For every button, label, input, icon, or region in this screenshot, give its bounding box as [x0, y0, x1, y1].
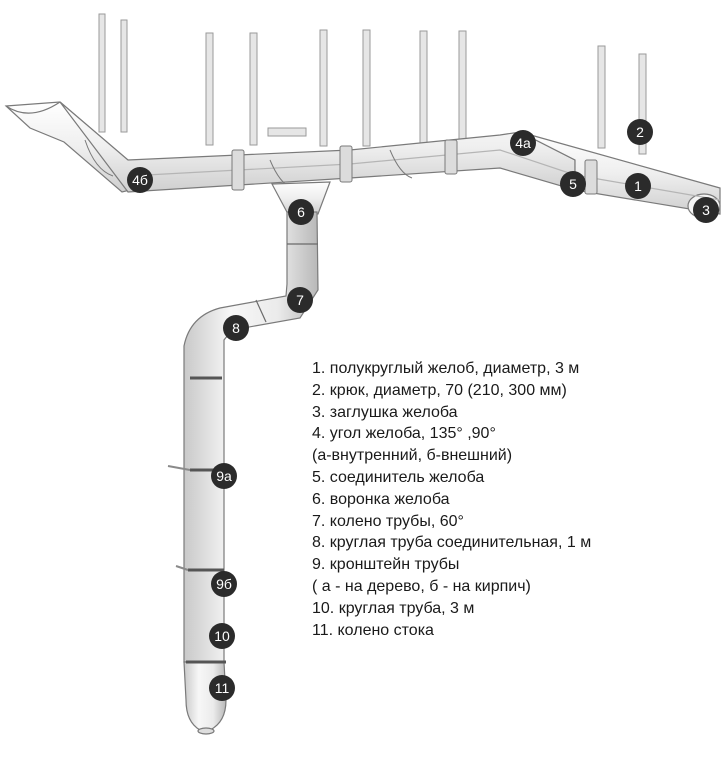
svg-text:7: 7 [296, 292, 304, 308]
svg-text:9б: 9б [216, 576, 232, 592]
callout-badges: 1 2 3 4а 4б 5 6 7 [127, 119, 719, 701]
downpipe [167, 211, 319, 735]
legend-item: 2. крюк, диаметр, 70 (210, 300 мм) [312, 381, 567, 399]
legend-item: 4. угол желоба, 135° ,90° [312, 425, 496, 443]
legend-item: 9. кронштейн трубы [312, 556, 460, 574]
badge-8: 8 [223, 315, 249, 341]
svg-text:11: 11 [215, 680, 230, 696]
badge-2: 2 [627, 119, 653, 145]
badge-4b: 4б [127, 167, 153, 193]
badge-4a: 4а [510, 130, 536, 156]
legend-item: 3. заглушка желоба [312, 403, 458, 421]
badge-6: 6 [288, 199, 314, 225]
legend-item: 11. колено стока [312, 621, 434, 639]
legend-item: 7. колено трубы, 60° [312, 512, 464, 530]
gutter-funnel [271, 181, 331, 215]
svg-text:4а: 4а [515, 135, 531, 151]
badge-9b: 9б [211, 571, 237, 597]
svg-text:1: 1 [634, 178, 642, 194]
legend-item: 8. круглая труба соединительная, 1 м [312, 534, 592, 552]
gutter-connectors [84, 139, 598, 195]
badge-10: 10 [209, 623, 235, 649]
svg-text:9а: 9а [216, 468, 232, 484]
legend-item: ( а - на дерево, б - на кирпич) [312, 577, 531, 595]
legend-item: 6. воронка желоба [312, 490, 450, 508]
badge-1: 1 [625, 173, 651, 199]
svg-text:5: 5 [569, 176, 577, 192]
badge-7: 7 [287, 287, 313, 313]
svg-text:8: 8 [232, 320, 240, 336]
svg-text:3: 3 [702, 202, 710, 218]
gutter-hooks [98, 13, 647, 155]
svg-text:4б: 4б [132, 172, 148, 188]
legend-item: (а-внутренний, б-внешний) [312, 447, 513, 465]
badge-3: 3 [693, 197, 719, 223]
svg-text:6: 6 [297, 204, 305, 220]
badge-9a: 9а [211, 463, 237, 489]
legend-item: 1. полукруглый желоб, диаметр, 3 м [312, 360, 580, 377]
badge-11: 11 [209, 675, 235, 701]
legend-item: 10. круглая труба, 3 м [312, 599, 475, 617]
parts-legend: 1. полукруглый желоб, диаметр, 3 м 2. кр… [312, 358, 712, 641]
badge-5: 5 [560, 171, 586, 197]
svg-text:10: 10 [214, 628, 230, 644]
legend-item: 5. соединитель желоба [312, 468, 485, 486]
svg-text:2: 2 [636, 124, 644, 140]
